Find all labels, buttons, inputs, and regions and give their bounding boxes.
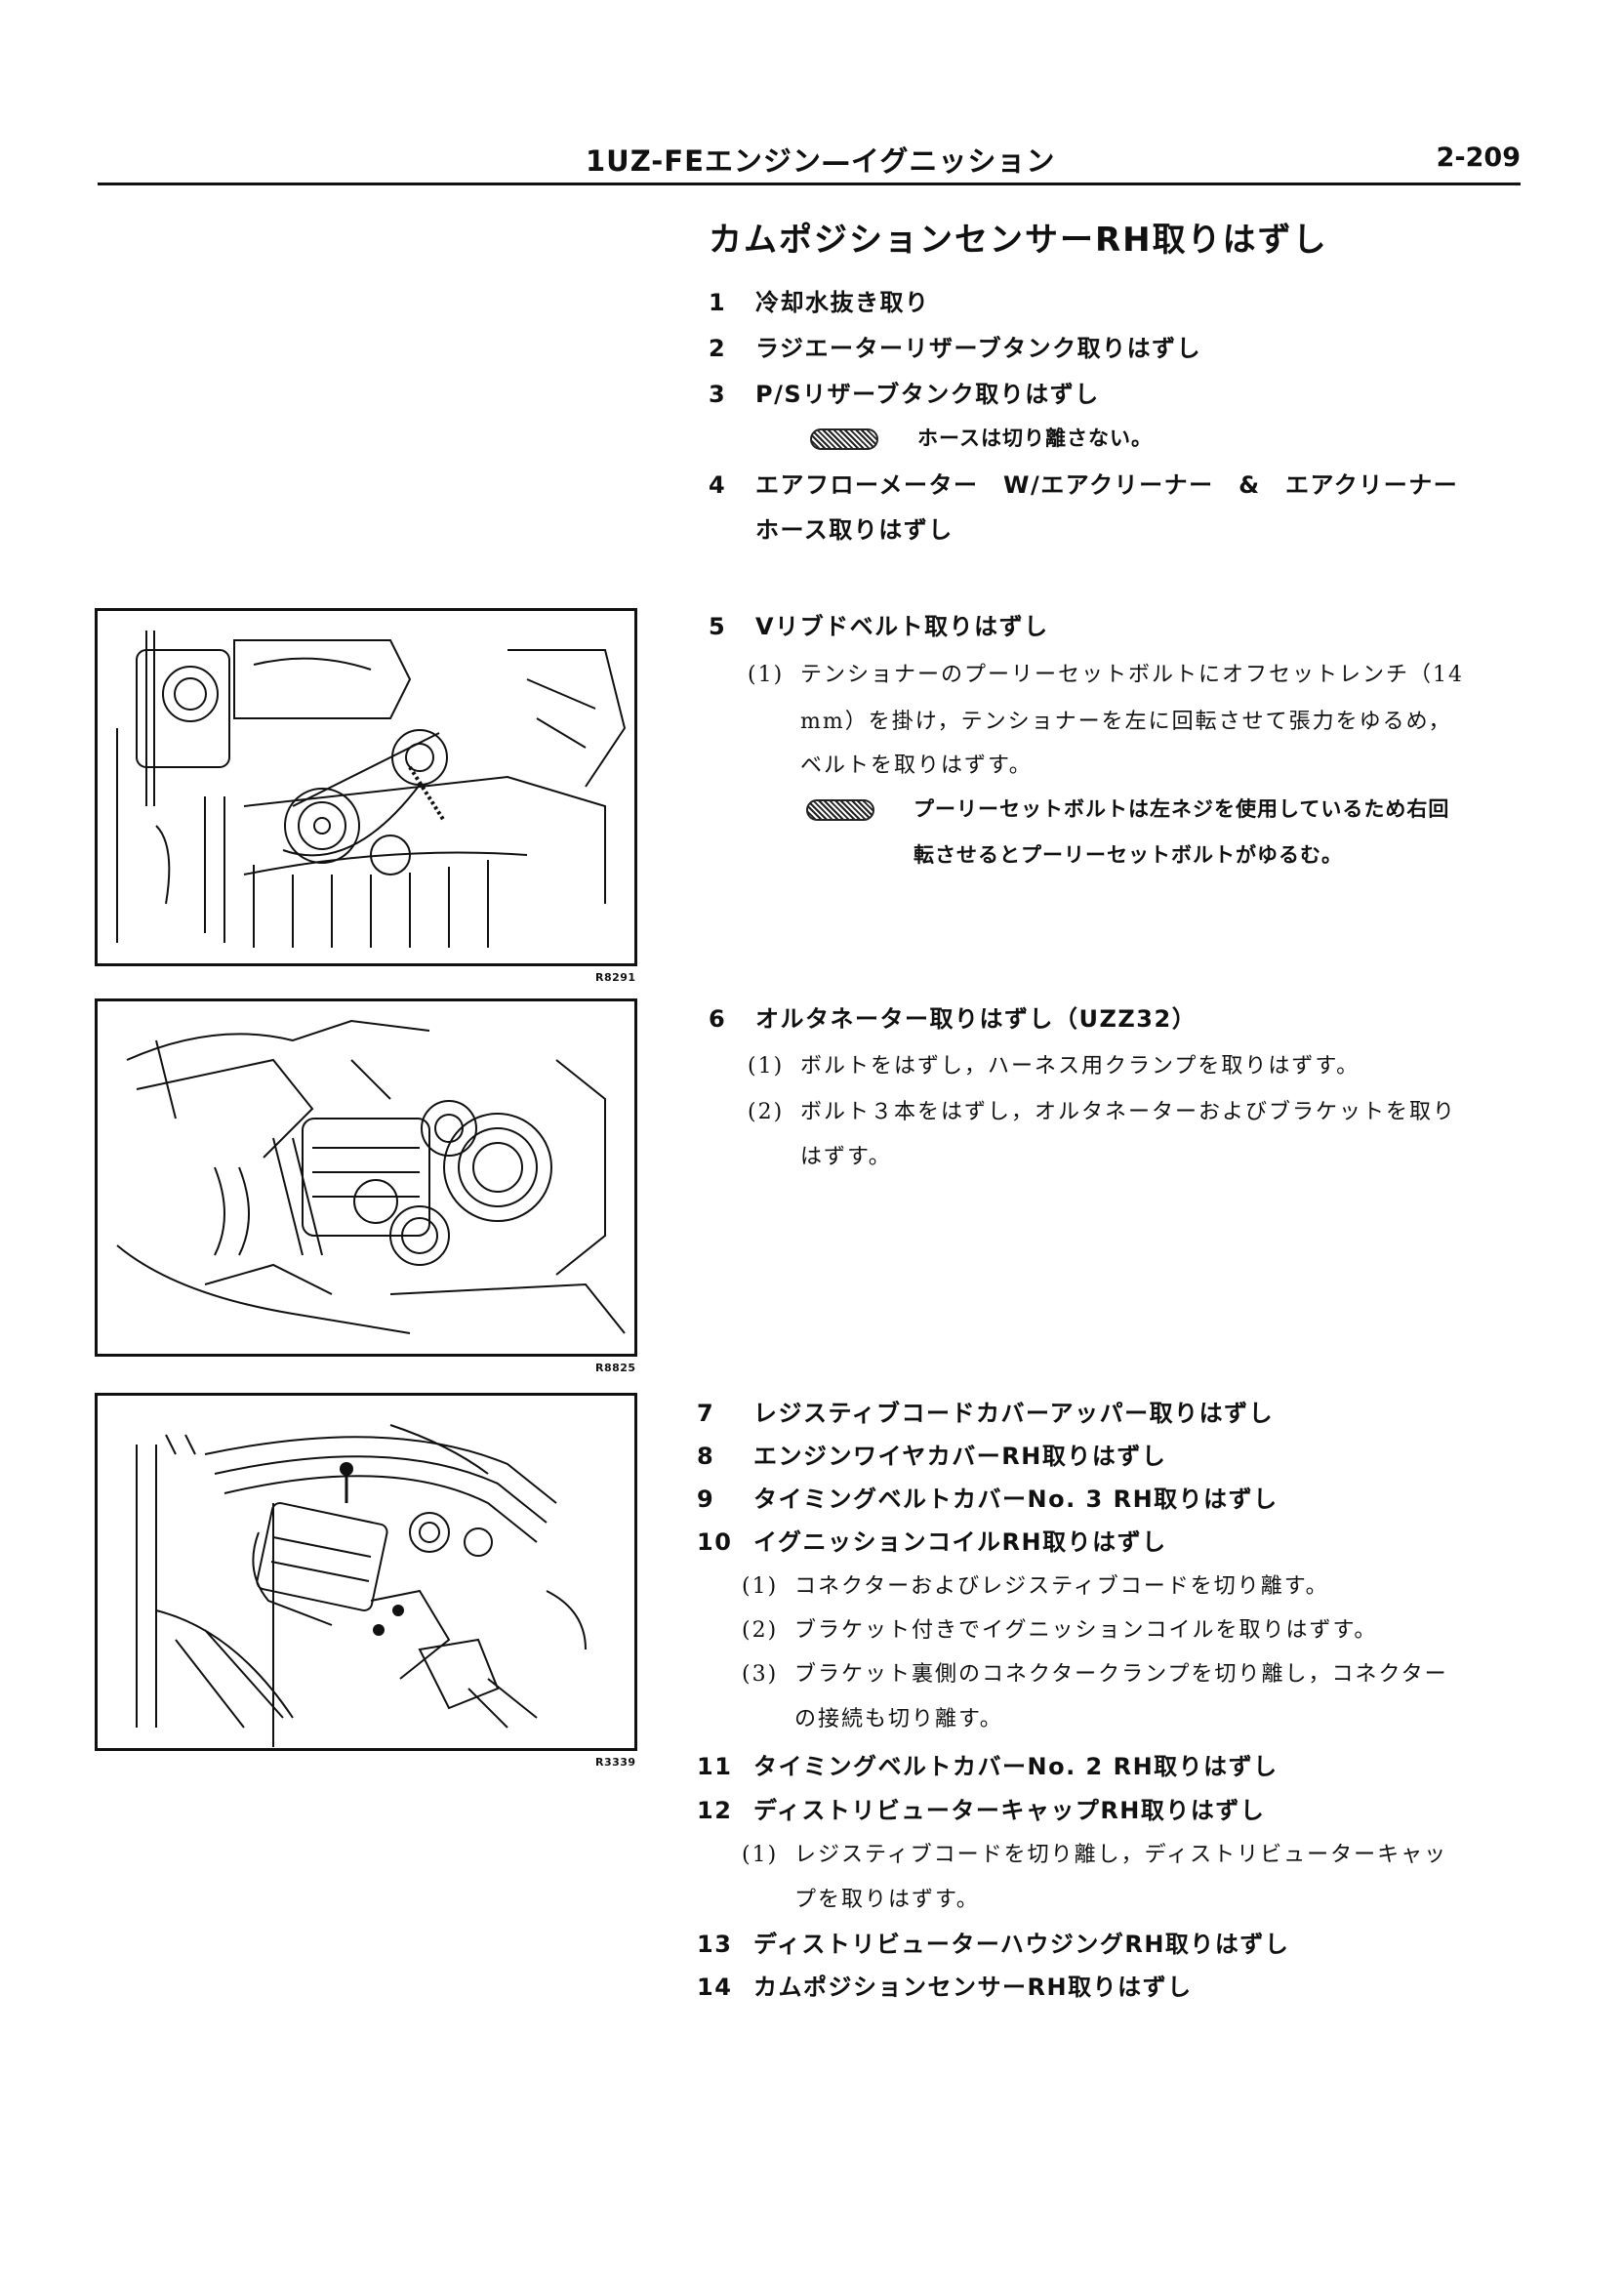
- figure-code-1: R8291: [595, 971, 636, 984]
- step-number: 13: [697, 1931, 733, 1958]
- note-step5: プーリーセットボルトは左ネジを使用しているため右回: [806, 794, 1449, 823]
- page-number: 2-209: [1436, 142, 1521, 173]
- step-5: 5 Vリブドベルト取りはずし: [709, 607, 1049, 641]
- substep-number: (2): [742, 1618, 779, 1643]
- substep-6-1: (1) ボルトをはずし，ハーネス用クランプを取りはずす。: [748, 1048, 1360, 1079]
- substep-6-2-line2: はずす。: [800, 1145, 892, 1169]
- step-2: 2 ラジエーターリザーブタンク取りはずし: [709, 329, 1201, 363]
- step-text: エンジンワイヤカバーRH取りはずし: [753, 1443, 1167, 1470]
- step-13: 13 ディストリビューターハウジングRH取りはずし: [697, 1925, 1289, 1959]
- note-step3: ホースは切り離さない。: [810, 423, 1153, 452]
- step-text: 冷却水抜き取り: [755, 289, 930, 316]
- figure-belt-tensioner: [95, 608, 637, 966]
- running-header-title: 1UZ-FEエンジン—イグニッション: [586, 144, 1056, 178]
- step-6: 6 オルタネーター取りはずし（UZZ32）: [709, 999, 1197, 1034]
- substep-5-1-line2: mm）を掛け，テンショナーを左に回転させて張力をゆるめ，: [800, 710, 1452, 734]
- step-text: エアフローメーター W/エアクリーナー & エアクリーナー: [755, 471, 1459, 499]
- step-text: イグニッションコイルRH取りはずし: [753, 1528, 1167, 1556]
- substep-text: コネクターおよびレジスティブコードを切り離す。: [794, 1574, 1329, 1599]
- step-text: ディストリビューターキャップRH取りはずし: [753, 1797, 1266, 1824]
- substep-10-2: (2) ブラケット付きでイグニッションコイルを取りはずす。: [742, 1612, 1377, 1644]
- substep-5-1-line3: ベルトを取りはずす。: [800, 753, 1033, 778]
- substep-text: ボルト３本をはずし，オルタネーターおよびブラケットを取り: [800, 1100, 1457, 1124]
- step-number: 5: [709, 613, 727, 640]
- substep-number: (3): [742, 1662, 779, 1687]
- step-number: 8: [697, 1443, 715, 1470]
- step-text: ラジエーターリザーブタンク取りはずし: [755, 335, 1202, 362]
- step-12: 12 ディストリビューターキャップRH取りはずし: [697, 1791, 1265, 1825]
- substep-text: レジスティブコードを切り離し，ディストリビューターキャッ: [794, 1843, 1448, 1867]
- step-number: 6: [709, 1005, 727, 1033]
- substep-6-2: (2) ボルト３本をはずし，オルタネーターおよびブラケットを取り: [748, 1094, 1456, 1125]
- step-number: 10: [697, 1528, 733, 1556]
- step-1: 1 冷却水抜き取り: [709, 283, 930, 317]
- substep-text: ブラケット裏側のコネクタークランプを切り離し，コネクター: [794, 1662, 1448, 1687]
- substep-10-3-line2: の接続も切り離す。: [794, 1707, 1003, 1731]
- alternator-illustration: [116, 1019, 626, 1334]
- ignition-coil-illustration: [136, 1424, 587, 1747]
- step-number: 4: [709, 471, 727, 499]
- figure-code-3: R3339: [595, 1756, 636, 1769]
- step-text: カムポジションセンサーRH取りはずし: [753, 1974, 1193, 2001]
- substep-10-1: (1) コネクターおよびレジスティブコードを切り離す。: [742, 1568, 1329, 1600]
- note-text: ホースは切り離さない。: [917, 427, 1153, 450]
- substep-5-1: (1) テンショナーのプーリーセットボルトにオフセットレンチ（14: [748, 657, 1464, 688]
- step-number: 2: [709, 335, 727, 362]
- header-rule: [98, 183, 1521, 185]
- substep-text: ブラケット付きでイグニッションコイルを取りはずす。: [794, 1618, 1378, 1643]
- caution-badge-icon: [806, 799, 874, 821]
- note-text: プーリーセットボルトは左ネジを使用しているため右回: [914, 797, 1450, 821]
- step-4-continuation: ホース取りはずし: [755, 516, 954, 544]
- step-number: 1: [709, 289, 727, 316]
- substep-number: (1): [742, 1843, 779, 1867]
- step-3: 3 P/Sリザーブタンク取りはずし: [709, 375, 1100, 409]
- step-11: 11 タイミングベルトカバーNo. 2 RH取りはずし: [697, 1747, 1279, 1781]
- substep-number: (1): [748, 1054, 785, 1079]
- figure-alternator: [95, 998, 637, 1357]
- step-text: ディストリビューターハウジングRH取りはずし: [753, 1931, 1290, 1958]
- engine-belt-illustration: [116, 631, 627, 948]
- substep-text: テンショナーのプーリーセットボルトにオフセットレンチ（14: [800, 663, 1464, 687]
- step-number: 3: [709, 381, 727, 408]
- note-step5-line2: 転させるとプーリーセットボルトがゆるむ。: [914, 843, 1343, 867]
- step-text: Vリブドベルト取りはずし: [755, 613, 1049, 640]
- step-text: タイミングベルトカバーNo. 3 RH取りはずし: [753, 1486, 1279, 1513]
- substep-12-1: (1) レジスティブコードを切り離し，ディストリビューターキャッ: [742, 1837, 1447, 1868]
- figure-ignition-coil: [95, 1393, 637, 1751]
- step-7: 7 レジスティブコードカバーアッパー取りはずし: [697, 1394, 1274, 1428]
- substep-number: (2): [748, 1100, 785, 1124]
- substep-text: ボルトをはずし，ハーネス用クランプを取りはずす。: [800, 1054, 1360, 1079]
- step-number: 12: [697, 1797, 733, 1824]
- step-text: オルタネーター取りはずし（UZZ32）: [755, 1005, 1198, 1033]
- step-number: 14: [697, 1974, 733, 2001]
- step-4: 4 エアフローメーター W/エアクリーナー & エアクリーナー: [709, 466, 1458, 500]
- step-number: 11: [697, 1753, 733, 1780]
- substep-12-1-line2: プを取りはずす。: [794, 1888, 980, 1912]
- step-text: タイミングベルトカバーNo. 2 RH取りはずし: [753, 1753, 1279, 1780]
- section-title: カムポジションセンサーRH取りはずし: [709, 221, 1328, 260]
- substep-10-3: (3) ブラケット裏側のコネクタークランプを切り離し，コネクター: [742, 1656, 1448, 1688]
- substep-number: (1): [742, 1574, 779, 1599]
- step-9: 9 タイミングベルトカバーNo. 3 RH取りはずし: [697, 1480, 1279, 1514]
- step-10: 10 イグニッションコイルRH取りはずし: [697, 1523, 1167, 1557]
- step-14: 14 カムポジションセンサーRH取りはずし: [697, 1968, 1193, 2002]
- step-8: 8 エンジンワイヤカバーRH取りはずし: [697, 1437, 1166, 1471]
- step-number: 7: [697, 1400, 715, 1427]
- step-number: 9: [697, 1486, 715, 1513]
- caution-badge-icon: [810, 428, 878, 450]
- step-text: P/Sリザーブタンク取りはずし: [755, 381, 1100, 408]
- substep-number: (1): [748, 663, 785, 687]
- step-text: レジスティブコードカバーアッパー取りはずし: [753, 1400, 1275, 1427]
- figure-code-2: R8825: [595, 1362, 636, 1374]
